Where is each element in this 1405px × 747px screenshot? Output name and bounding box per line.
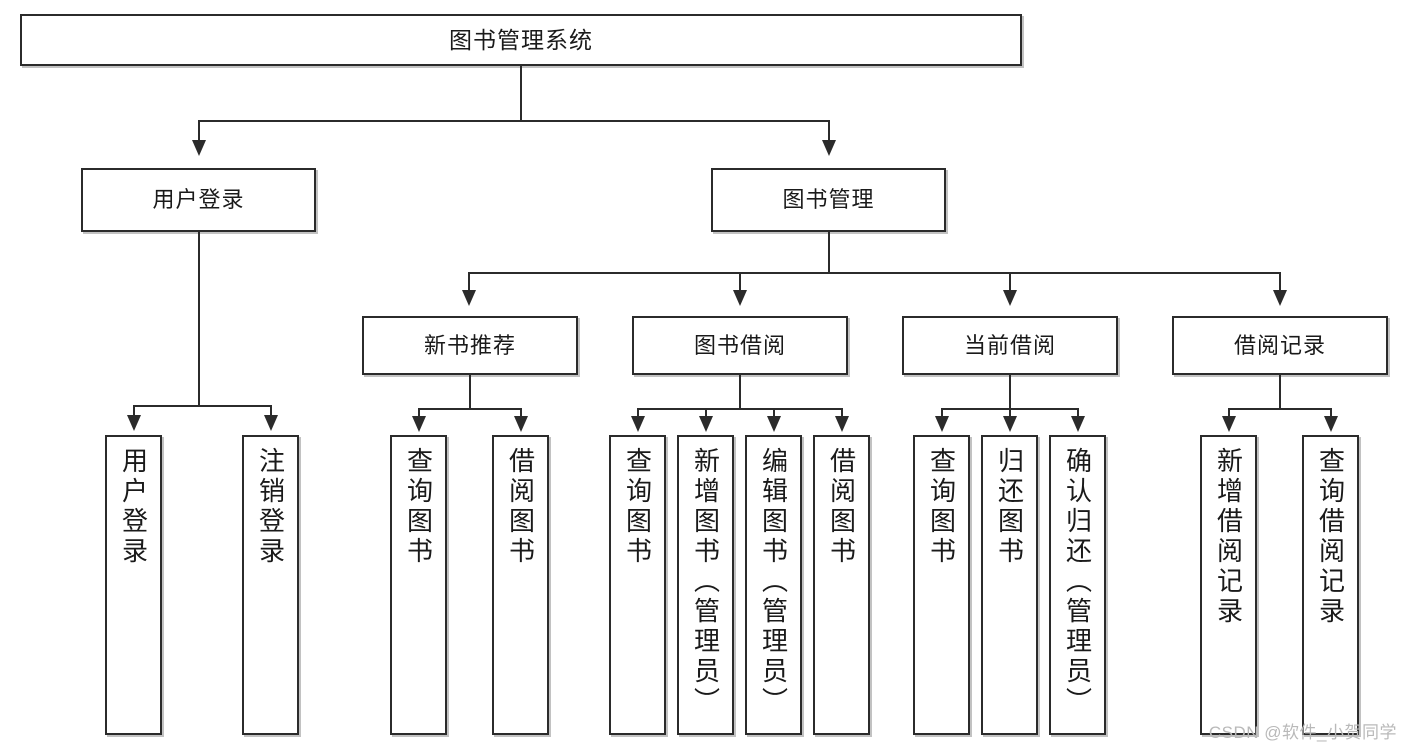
node-current-borrow[interactable]: 当前借阅 [902, 316, 1118, 375]
arrow-to-leaf-add-borrow-record [1222, 416, 1236, 432]
connector-bb-drop-1 [637, 408, 639, 418]
leaf-borrow-book-recommend[interactable]: 借阅图书 [492, 435, 549, 735]
node-label: 借阅记录 [1233, 332, 1326, 358]
connector-cb-drop-2 [1009, 408, 1011, 418]
connector-book-management-stem [828, 232, 830, 272]
connector-nbr-drop-2 [520, 408, 522, 418]
connector-br-drop-2 [1330, 408, 1332, 418]
node-label: 查询图书 [622, 447, 653, 567]
leaf-borrow-book[interactable]: 借阅图书 [813, 435, 870, 735]
node-label: 图书管理系统 [449, 26, 593, 53]
arrow-to-borrow-records [1273, 290, 1287, 306]
node-label: 新书推荐 [423, 332, 516, 358]
connector-user-login-drop-2 [270, 405, 272, 417]
arrow-to-leaf-user-login [127, 415, 141, 431]
arrow-to-leaf-borrow-book-2 [835, 416, 849, 432]
node-label: 图书管理 [782, 187, 875, 213]
connector-user-login-stem [198, 232, 200, 405]
connector-br-stem [1279, 375, 1281, 408]
node-label: 新增借阅记录 [1213, 447, 1244, 627]
node-label: 查询借阅记录 [1315, 447, 1346, 627]
connector-br-drop-1 [1228, 408, 1230, 418]
connector-bm-drop-3 [1009, 272, 1011, 294]
connector-nbr-drop-1 [418, 408, 420, 418]
node-user-login[interactable]: 用户登录 [81, 168, 316, 232]
node-label: 查询图书 [926, 447, 957, 567]
node-book-management[interactable]: 图书管理 [711, 168, 946, 232]
node-label: 当前借阅 [963, 332, 1056, 358]
connector-cb-drop-1 [941, 408, 943, 418]
arrow-to-leaf-query-book-3 [935, 416, 949, 432]
arrow-to-leaf-confirm-return [1071, 416, 1085, 432]
leaf-query-book-borrow[interactable]: 查询图书 [609, 435, 666, 735]
connector-bm-drop-1 [468, 272, 470, 294]
node-label: 用户登录 [152, 187, 245, 213]
node-new-book-recommend[interactable]: 新书推荐 [362, 316, 578, 375]
leaf-return-book[interactable]: 归还图书 [981, 435, 1038, 735]
arrow-to-current-borrow [1003, 290, 1017, 306]
node-root-book-management-system[interactable]: 图书管理系统 [20, 14, 1022, 66]
leaf-user-login[interactable]: 用户登录 [105, 435, 162, 735]
node-label: 新增图书（管理员） [690, 447, 721, 717]
arrow-to-leaf-add-book [699, 416, 713, 432]
arrow-to-leaf-query-borrow-record [1324, 416, 1338, 432]
arrow-to-leaf-edit-book [767, 416, 781, 432]
leaf-logout[interactable]: 注销登录 [242, 435, 299, 735]
node-label: 确认归还（管理员） [1062, 447, 1093, 717]
arrow-to-leaf-query-book-1 [412, 416, 426, 432]
node-label: 注销登录 [255, 447, 286, 567]
leaf-add-book-admin[interactable]: 新增图书（管理员） [677, 435, 734, 735]
leaf-query-book-current[interactable]: 查询图书 [913, 435, 970, 735]
node-book-borrow[interactable]: 图书借阅 [632, 316, 848, 375]
connector-nbr-stem [469, 375, 471, 408]
connector-bb-stem [739, 375, 741, 408]
leaf-query-book-recommend[interactable]: 查询图书 [390, 435, 447, 735]
node-borrow-records[interactable]: 借阅记录 [1172, 316, 1388, 375]
connector-nbr-bus [418, 408, 521, 410]
connector-bb-drop-3 [773, 408, 775, 418]
node-label: 编辑图书（管理员） [758, 447, 789, 717]
connector-cb-stem [1009, 375, 1011, 408]
arrow-to-new-book-recommend [462, 290, 476, 306]
connector-bb-bus [637, 408, 843, 410]
connector-bb-drop-2 [705, 408, 707, 418]
connector-root-stem [520, 66, 522, 120]
node-label: 查询图书 [403, 447, 434, 567]
connector-user-login-bus [133, 405, 271, 407]
leaf-add-borrow-record[interactable]: 新增借阅记录 [1200, 435, 1257, 735]
node-label: 归还图书 [994, 447, 1025, 567]
arrow-to-leaf-return-book [1003, 416, 1017, 432]
arrow-to-book-borrow [733, 290, 747, 306]
connector-user-login-drop-1 [133, 405, 135, 417]
connector-root-drop-book [828, 120, 830, 142]
connector-book-management-bus [468, 272, 1280, 274]
connector-bm-drop-2 [739, 272, 741, 294]
connector-root-bus [198, 120, 830, 122]
csdn-watermark: CSDN @软件_小贺同学 [1208, 723, 1397, 742]
leaf-confirm-return-admin[interactable]: 确认归还（管理员） [1049, 435, 1106, 735]
connector-bm-drop-4 [1279, 272, 1281, 294]
connector-bb-drop-4 [841, 408, 843, 418]
arrow-to-leaf-query-book-2 [631, 416, 645, 432]
arrow-to-leaf-borrow-book-1 [514, 416, 528, 432]
node-label: 借阅图书 [826, 447, 857, 567]
node-label: 借阅图书 [505, 447, 536, 567]
arrow-to-book-management [822, 140, 836, 156]
leaf-edit-book-admin[interactable]: 编辑图书（管理员） [745, 435, 802, 735]
connector-root-drop-user [198, 120, 200, 142]
node-label: 用户登录 [118, 447, 149, 567]
connector-br-bus [1228, 408, 1331, 410]
connector-cb-drop-3 [1077, 408, 1079, 418]
node-label: 图书借阅 [693, 332, 786, 358]
arrow-to-user-login [192, 140, 206, 156]
arrow-to-leaf-logout [264, 415, 278, 431]
leaf-query-borrow-record[interactable]: 查询借阅记录 [1302, 435, 1359, 735]
